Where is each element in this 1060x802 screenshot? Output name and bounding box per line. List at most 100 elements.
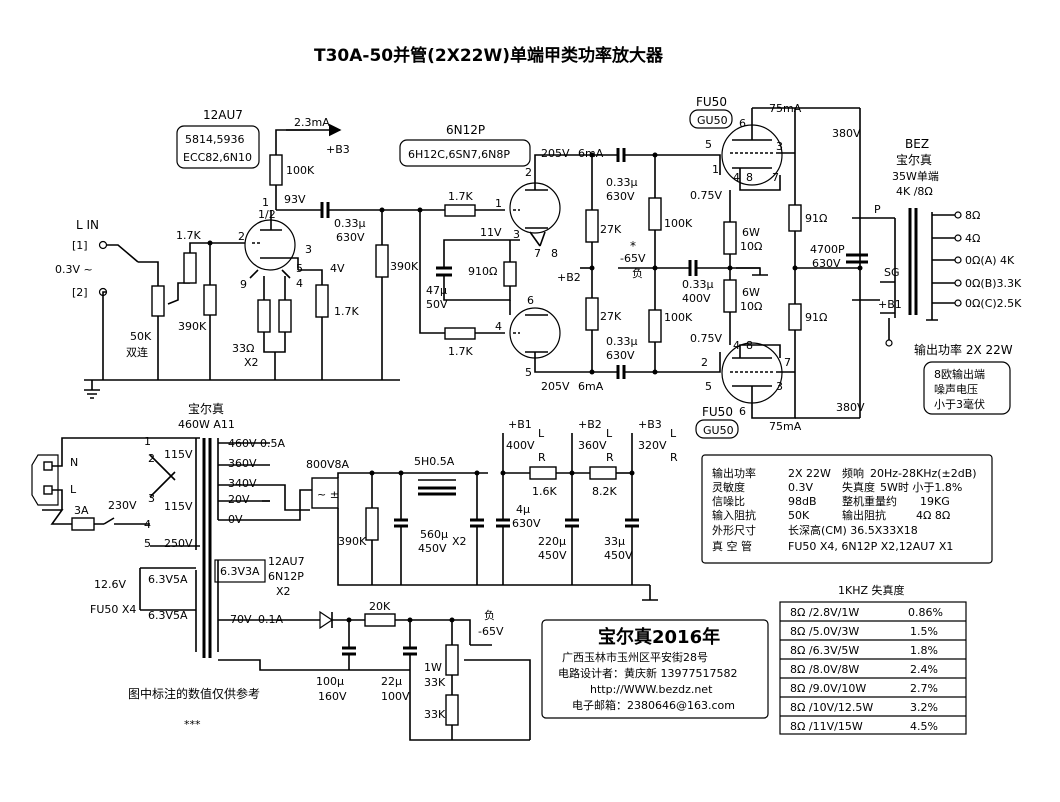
s3-r-k-a-value: 6W (742, 226, 760, 239)
s1-r-cathode-a (257, 299, 271, 333)
psu-pot-r: 33K (424, 676, 446, 689)
input-pin2: [2] (72, 286, 88, 299)
v1-half: 1/2 (258, 208, 276, 221)
s3-c-snub-v: 630V (812, 257, 841, 270)
ot-p: P (874, 203, 881, 216)
psu-l: L (70, 483, 77, 496)
s3-c-b: 0.33μ (606, 335, 638, 348)
s3-c-a-v: 630V (606, 190, 635, 203)
s2-v-plate-a: 205V (541, 147, 570, 160)
spec-r4-c1: 长深高(CM) 36.5X33X18 (788, 523, 918, 537)
psu-r2-value: 8.2K (592, 485, 617, 498)
v4-pin4: 4 (733, 339, 740, 352)
psu-sec-5: 0V (228, 513, 243, 526)
thd-r5-cond: 8Ω /10V/12.5W (790, 701, 873, 714)
s2-v-cath: 11V (480, 226, 502, 239)
thd-title: 1KHZ 失真度 (838, 583, 905, 597)
s3-r-k-a (723, 221, 737, 255)
company-name: 宝尔真2016年 (598, 626, 720, 648)
s2-r-plate-b (585, 297, 599, 331)
v4-pin2: 2 (701, 356, 708, 369)
s1-r-grid-value: 390K (178, 320, 207, 333)
s2-b2: +B2 (557, 271, 581, 284)
s2-r-grid-b (444, 327, 476, 340)
v4-pin5: 5 (705, 380, 712, 393)
stage1: 12AU7 5814,5936 ECC82,6N10 1.7K 390K 1 2… (84, 108, 420, 399)
v4-equiv-box (695, 419, 739, 439)
psu-h2: 6.3V5A (148, 609, 188, 622)
thd-r6-cond: 8Ω /11V/15W (790, 720, 863, 733)
psu-c2-v: 450V (418, 542, 447, 555)
v2-equiv: 6H12C,6SN7,6N8P (408, 148, 510, 161)
thd-r3-val: 2.4% (910, 663, 938, 676)
s2-c-cath-v: 50V (426, 298, 448, 311)
s3-v-g2-b: 0.75V (690, 332, 722, 345)
psu-bias-c1-v: 160V (318, 690, 347, 703)
psu-prim-2: 115V (164, 500, 193, 513)
s1-c-couple-v: 630V (336, 231, 365, 244)
s1-b3: +B3 (326, 143, 350, 156)
psu-neg-v: -65V (478, 625, 504, 638)
psu-r-bleed-value: 390K (338, 535, 367, 548)
input-jack-hot (98, 240, 108, 250)
s3-c-a: 0.33μ (606, 176, 638, 189)
s1-r-grid (203, 284, 217, 316)
s2-r-plate-a (585, 209, 599, 243)
v2-pin6: 6 (527, 294, 534, 307)
v3-pin1: 1 (712, 163, 719, 176)
psu-bias-v: 70V (230, 613, 252, 626)
psu-b1: +B1 (508, 418, 532, 431)
psu-rect: 800V8A (306, 458, 350, 471)
v2-pin1: 1 (495, 197, 502, 210)
thd-r2-cond: 8Ω /6.3V/5W (790, 644, 859, 657)
psu-choke: 5H0.5A (414, 455, 455, 468)
psu-prim-pin4: 4 (144, 518, 151, 531)
psu-neg: 负 (484, 608, 495, 622)
psu-rr2: R (606, 451, 614, 464)
v4-pin7: 7 (784, 356, 791, 369)
psu-h3-tube2: 6N12P (268, 570, 304, 583)
psu-bias-r-value: 20K (369, 600, 391, 613)
psu-r1 (529, 466, 557, 480)
s1-v-plate: 93V (284, 193, 306, 206)
ot-rating: 35W单端 (892, 170, 939, 183)
s3-star: * (630, 239, 636, 253)
spec-r5-c0: 真 空 管 (712, 539, 752, 553)
volume-pot (151, 285, 165, 317)
s1-r-gridstop-value: 1.7K (176, 229, 201, 242)
s3-r-k-b-value: 6W (742, 286, 760, 299)
ac-inlet (31, 454, 59, 506)
v2-pin3: 3 (513, 228, 520, 241)
v1-pin3: 3 (305, 243, 312, 256)
psu-r-bleed (365, 507, 379, 541)
psu-prim-3: 250V (164, 537, 193, 550)
ot-tap-4: 0Ω(B)3.3K (965, 277, 1022, 290)
power-supply: 宝尔真 460W A11 N L 3A 230V 1 2 3 4 5 115V … (31, 401, 678, 741)
company-url: http://WWW.bezdz.net (590, 683, 713, 696)
s1-r-feedback (315, 284, 329, 318)
psu-rr3: R (670, 451, 678, 464)
v3-pin5: 5 (705, 138, 712, 151)
s3-r-grid-a (648, 197, 662, 231)
noise-line3: 小于3毫伏 (934, 397, 985, 411)
psu-c3-v: 630V (512, 517, 541, 530)
psu-r3: 33K (424, 708, 446, 721)
s2-r-grid-a (444, 204, 476, 217)
thd-r6-val: 4.5% (910, 720, 938, 733)
s3-c-b-v: 630V (606, 349, 635, 362)
s3-r-screen-b-value: 91Ω (805, 311, 827, 324)
psu-b3-v: 320V (638, 439, 667, 452)
specs-table: 输出功率 2X 22W 频响 20Hz-28KHz(±2dB) 灵敏度 0.3V… (701, 454, 993, 564)
v2-pin2: 2 (525, 166, 532, 179)
psu-b2: +B2 (578, 418, 602, 431)
v1-equiv-1: 5814,5936 (185, 133, 245, 146)
v2-pin7: 7 (534, 247, 541, 260)
fuse (71, 517, 95, 531)
spec-r0-c2: 频响 (842, 466, 864, 480)
thd-r2-val: 1.8% (910, 644, 938, 657)
s1-r-gridstop (183, 252, 197, 284)
spec-r5-c1: FU50 X4, 6N12P X2,12AU7 X1 (788, 540, 953, 553)
spec-r3-c2: 输出阻抗 (842, 508, 886, 522)
spec-r0-c0: 输出功率 (712, 466, 756, 480)
